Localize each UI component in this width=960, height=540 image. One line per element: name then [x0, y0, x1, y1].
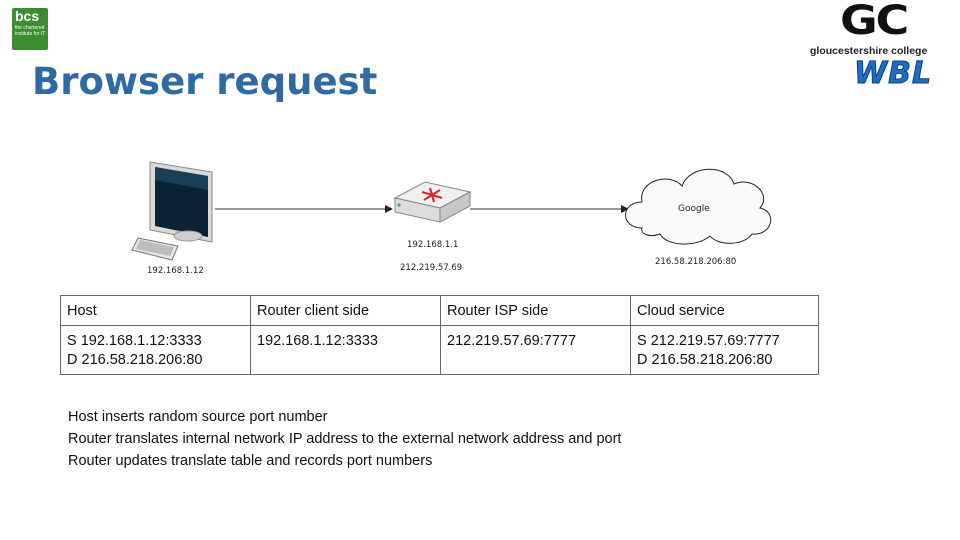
- cloud-source: S 212.219.57.69:7777: [637, 333, 780, 349]
- cloud-ip-label: 216.58.218.206:80: [655, 257, 737, 267]
- table-row: S 192.168.1.12:3333 D 216.58.218.206:80 …: [60, 325, 819, 375]
- cloud-destination: D 216.58.218.206:80: [637, 352, 773, 368]
- bcs-logo-tagline: the chartered institute for IT: [15, 25, 46, 37]
- wbl-logo: WBL: [853, 56, 933, 92]
- notes: Host inserts random source port number R…: [68, 406, 621, 472]
- router-internal-ip-label: 192.168.1.1: [407, 240, 459, 250]
- header-host: Host: [60, 295, 251, 326]
- router-icon: [393, 181, 472, 223]
- gc-logo-letters: GC: [840, 0, 909, 44]
- cloud-icon: [625, 168, 772, 245]
- cloud-name-label: Google: [678, 204, 710, 214]
- note-line: Router translates internal network IP ad…: [68, 431, 622, 447]
- gloucestershire-college-logo: GC gloucestershire college WBL: [806, 0, 946, 94]
- network-diagram: 192.168.1.12 192.168.1.1 212.219.57.69 G…: [130, 150, 780, 280]
- note-line: Host inserts random source port number: [68, 409, 328, 425]
- header-cloud: Cloud service: [630, 295, 819, 326]
- host-source: S 192.168.1.12:3333: [67, 333, 202, 349]
- cell-router-isp: 212.219.57.69:7777: [440, 325, 631, 375]
- router-external-ip-label: 212.219.57.69: [400, 263, 463, 273]
- cell-cloud: S 212.219.57.69:7777 D 216.58.218.206:80: [630, 325, 819, 375]
- host-destination: D 216.58.218.206:80: [67, 352, 203, 368]
- gc-logo-name: gloucestershire college: [810, 45, 928, 57]
- header-router-isp: Router ISP side: [440, 295, 631, 326]
- header-router-client: Router client side: [250, 295, 441, 326]
- host-ip-label: 192.168.1.12: [147, 266, 204, 276]
- table-header-row: Host Router client side Router ISP side …: [60, 295, 819, 326]
- host-computer-icon: [131, 161, 213, 261]
- network-diagram-svg: [131, 161, 772, 261]
- cell-router-client: 192.168.1.12:3333: [250, 325, 441, 375]
- bcs-logo-word: bcs: [15, 8, 40, 24]
- note-line: Router updates translate table and recor…: [68, 453, 433, 469]
- address-table: Host Router client side Router ISP side …: [60, 295, 819, 375]
- slide-title: Browser request: [32, 60, 378, 103]
- bcs-logo: bcs the chartered institute for IT: [12, 8, 48, 50]
- cell-host: S 192.168.1.12:3333 D 216.58.218.206:80: [60, 325, 251, 375]
